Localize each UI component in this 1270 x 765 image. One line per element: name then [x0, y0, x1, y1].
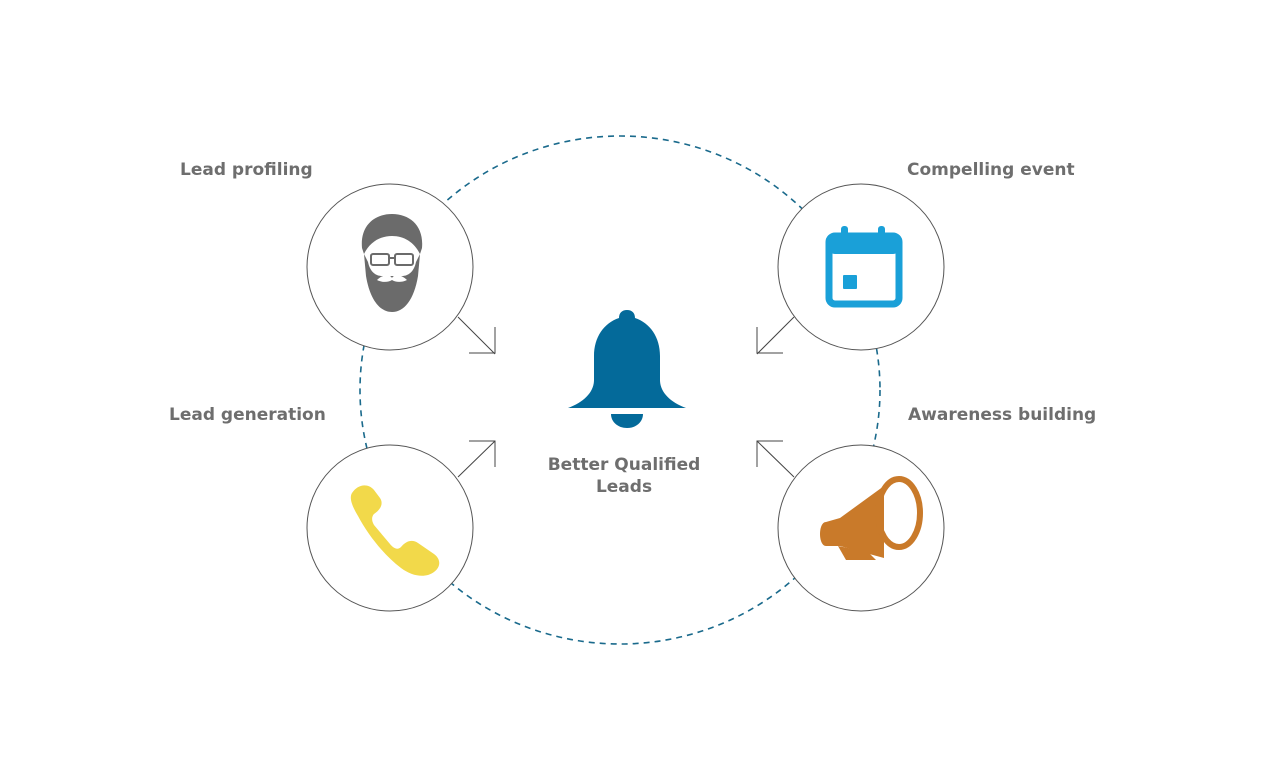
center-label: Better Qualified Leads [520, 454, 728, 498]
node-circle-lead-generation [306, 444, 474, 612]
center-label-line1: Better Qualified [547, 455, 701, 475]
arrows [457, 316, 795, 478]
label-lead-profiling: Lead profiling [180, 160, 313, 180]
arrow-awareness-building [756, 440, 795, 478]
phone-icon [350, 485, 440, 576]
label-lead-generation: Lead generation [169, 405, 326, 425]
label-awareness-building: Awareness building [908, 405, 1097, 425]
center-label-line2: Leads [595, 477, 653, 497]
node-circle-lead-profiling [306, 183, 474, 351]
megaphone-icon [820, 476, 923, 560]
node-circle-compelling-event [777, 183, 945, 351]
bearded-man-icon [361, 214, 423, 312]
arrow-compelling-event [756, 316, 795, 355]
calendar-icon [825, 226, 903, 308]
arrow-lead-profiling [457, 316, 496, 355]
bell-icon [568, 310, 686, 428]
dashed-ring [359, 135, 881, 645]
label-compelling-event: Compelling event [907, 160, 1075, 180]
arrow-lead-generation [457, 440, 496, 478]
